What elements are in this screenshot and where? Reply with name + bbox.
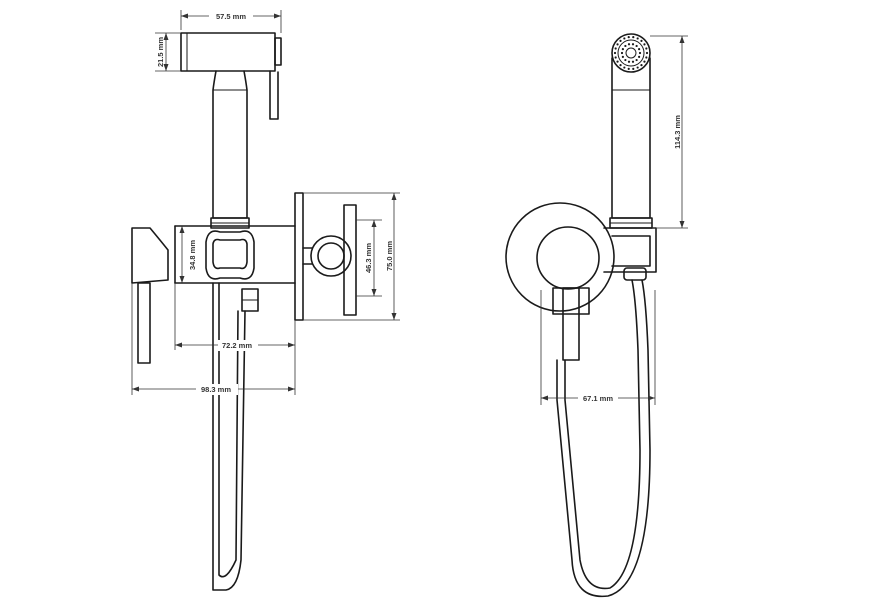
- front-lever: [552, 287, 590, 361]
- label-head-height: 21.5 mm: [156, 37, 165, 67]
- nozzle-hole: [638, 48, 641, 51]
- front-holder: [603, 227, 657, 273]
- holder-body: [174, 225, 296, 284]
- front-hose-connector: [623, 267, 647, 281]
- spray-head: [180, 32, 282, 72]
- label-front-width: 67.1 mm: [583, 394, 613, 403]
- nozzle-hole: [627, 36, 630, 39]
- nozzle-hole: [616, 60, 619, 63]
- dim-depth-72: 72.2 mm: [174, 283, 296, 351]
- nozzle-hole: [643, 43, 646, 46]
- spray-face: [611, 33, 651, 73]
- nozzle-hole: [635, 44, 638, 48]
- nozzle-hole: [621, 48, 624, 51]
- nozzle-hole: [638, 55, 641, 59]
- nozzle-hole: [643, 60, 646, 63]
- label-depth-98: 98.3 mm: [201, 385, 231, 394]
- label-ring-diameter: 46.3 mm: [364, 243, 373, 273]
- label-depth-72: 72.2 mm: [222, 341, 252, 350]
- nozzle-hole: [638, 51, 642, 55]
- front-wall-flange: [505, 202, 615, 312]
- front-hose: [556, 279, 651, 598]
- dim-depth-98: 98.3 mm: [131, 283, 296, 395]
- nozzle-hole: [614, 47, 617, 50]
- nozzle-hole: [636, 66, 639, 69]
- front-view: 114.3 mm 67.1 mm: [505, 33, 688, 598]
- nozzle-holes: [613, 36, 649, 70]
- dim-top-width: 57.5 mm: [180, 10, 282, 33]
- dim-handset-height: 114.3 mm: [650, 35, 688, 229]
- dim-flange-height: 75.0 mm: [303, 192, 400, 321]
- nozzle-hole: [613, 51, 617, 55]
- handle-neck: [212, 70, 248, 219]
- nozzle-hole: [631, 43, 635, 46]
- nozzle-hole: [645, 56, 648, 59]
- nozzle-hole: [635, 58, 638, 62]
- nozzle-hole: [627, 67, 630, 70]
- nozzle-hole: [627, 43, 631, 46]
- nozzle-hole: [623, 66, 626, 69]
- nozzle-hole: [614, 56, 617, 59]
- dim-front-width: 67.1 mm: [540, 290, 656, 405]
- trigger-lever: [269, 70, 279, 120]
- nozzle-hole: [631, 60, 635, 63]
- valve-handle: [131, 227, 169, 364]
- front-valve-knob: [536, 226, 600, 290]
- nozzle-hole: [620, 51, 624, 55]
- dim-head-height: 21.5 mm: [155, 32, 181, 72]
- nozzle-hole: [619, 63, 622, 67]
- dim-body-height: 34.8 mm: [179, 226, 197, 283]
- side-view: 57.5 mm 21.5 mm 34.8 mm 46.3 mm: [131, 10, 400, 591]
- handle-collar: [210, 217, 250, 229]
- wall-flange: [294, 192, 304, 321]
- nozzle-hole: [624, 58, 627, 62]
- nozzle-hole: [636, 37, 639, 40]
- nozzle-hole: [640, 63, 643, 67]
- dim-ring-diameter: 46.3 mm: [356, 219, 382, 297]
- label-top-width: 57.5 mm: [216, 12, 246, 21]
- nozzle-hole: [645, 51, 649, 55]
- label-flange-height: 75.0 mm: [385, 241, 394, 271]
- nozzle-hole: [632, 36, 635, 39]
- label-handset-height: 114.3 mm: [673, 115, 682, 149]
- handset-body: [609, 57, 653, 229]
- hose: [212, 282, 246, 591]
- nozzle-hole: [616, 43, 619, 46]
- label-body-height: 34.8 mm: [188, 240, 197, 270]
- nozzle-hole: [627, 60, 631, 63]
- pipe-ring: [302, 204, 357, 316]
- nozzle-hole: [623, 37, 626, 40]
- nozzle-hole: [640, 39, 643, 43]
- nozzle-hole: [624, 44, 627, 48]
- nozzle-hole: [621, 55, 624, 59]
- hose-connector: [241, 288, 259, 312]
- nozzle-hole: [645, 47, 648, 50]
- nozzle-hole: [619, 39, 622, 43]
- nozzle-hole: [632, 67, 635, 70]
